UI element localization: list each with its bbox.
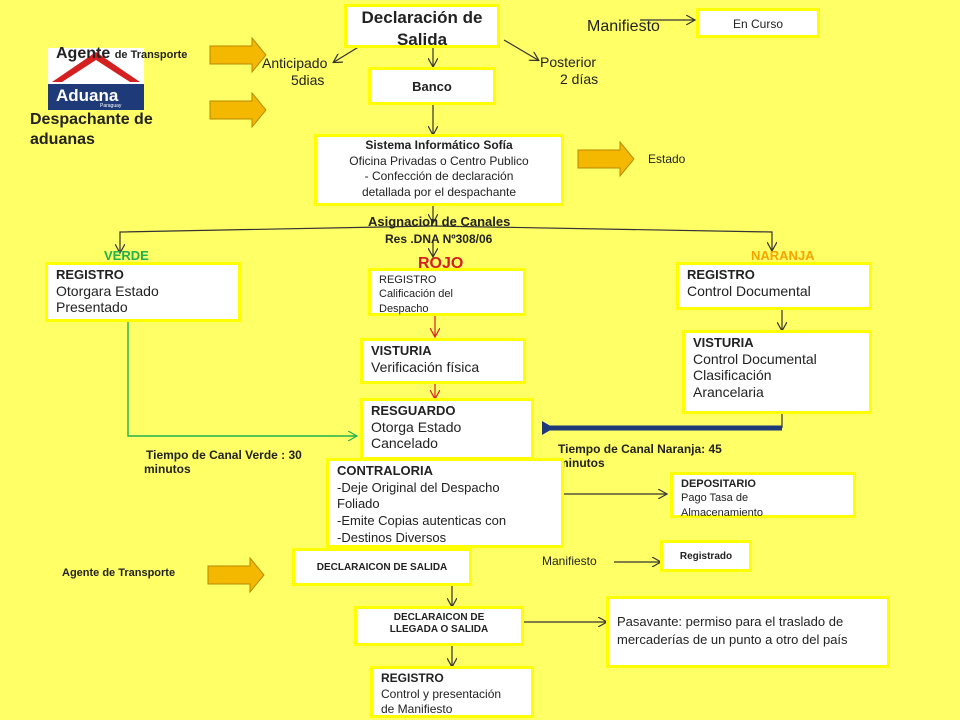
canales-res: Res .DNA Nº308/06 — [385, 232, 493, 246]
decl-llegada-line-2: LLEGADA O SALIDA — [389, 624, 489, 635]
depositario-line-1: Pago Tasa de — [681, 492, 749, 505]
contraloria-line-2: Foliado — [337, 496, 380, 512]
agente-text: Agente — [56, 45, 111, 62]
decl-salida-box: DECLARAICON DE SALIDA — [292, 548, 472, 586]
anticipado-label: Anticipado 5dias — [262, 55, 327, 89]
sofia-box: Sistema Informático Sofía Oficina Privad… — [314, 134, 564, 206]
aduana-logo: Aduana Paraguay — [48, 48, 144, 110]
agente-bottom-label: Agente de Transporte — [62, 567, 176, 579]
depositario-box: DEPOSITARIO Pago Tasa de Almacenamiento — [670, 472, 856, 519]
bottom-registro-line-1: Control y presentación — [381, 686, 502, 701]
sofia-line-2: - Confección de declaración — [364, 169, 514, 184]
naranja-visturia-line-3: Arancelaria — [693, 384, 764, 401]
title-declaracion-salida: Declaración de Salida — [344, 4, 500, 49]
manifiesto-top: Manifiesto — [587, 18, 660, 35]
posterior-label: Posterior 2 días — [540, 54, 598, 88]
verde-label: VERDE — [104, 248, 149, 263]
despachante-label: Despachante de aduanas — [30, 111, 153, 148]
naranja-visturia-title: VISTURIA — [693, 335, 754, 350]
aduana-roof-icon — [48, 52, 144, 110]
verde-registro-box: REGISTRO Otorgara Estado Presentado — [45, 262, 241, 322]
decl-llegada-line-1: DECLARAICON DE — [393, 612, 485, 623]
logo-text: Aduana — [56, 86, 119, 105]
pasavante-line-1: Pasavante: permiso para el traslado de — [617, 614, 844, 629]
posterior-days: 2 días — [560, 70, 599, 87]
decl-llegada-box: DECLARAICON DE LLEGADA O SALIDA — [354, 606, 524, 646]
block-arrow-agente-bottom — [207, 556, 265, 594]
resguardo-line-2: Cancelado — [371, 435, 438, 452]
sofia-title: Sistema Informático Sofía — [365, 138, 513, 152]
contraloria-box: CONTRALORIA -Deje Original del Despacho … — [326, 458, 564, 548]
registrado-box: Registrado — [660, 540, 752, 572]
tiempo-verde-line-2: minutos — [144, 462, 191, 477]
naranja-registro-box: REGISTRO Control Documental — [676, 262, 872, 310]
resguardo-box: RESGUARDO Otorga Estado Cancelado — [360, 398, 534, 460]
posterior-text: Posterior — [540, 54, 597, 70]
banco-box: Banco — [368, 67, 496, 105]
tiempo-naranja-line-1: Tiempo de Canal Naranja: 45 — [558, 442, 722, 456]
naranja-visturia-line-1: Control Documental — [693, 350, 817, 367]
contraloria-title: CONTRALORIA — [337, 463, 434, 478]
estado-label: Estado — [648, 152, 686, 166]
canales-title: Asignacion de Canales — [368, 214, 511, 229]
en-curso-box: En Curso — [696, 8, 820, 38]
block-arrow-despachante — [209, 91, 267, 129]
block-arrow-estado — [577, 140, 635, 178]
tiempo-naranja-line-2: minutos — [558, 456, 605, 471]
tiempo-naranja: Tiempo de Canal Naranja: 45 minutos — [558, 442, 722, 471]
arrow-verde-resguardo — [127, 322, 356, 436]
depositario-title: DEPOSITARIO — [681, 478, 756, 490]
bottom-registro-title: REGISTRO — [381, 671, 444, 685]
verde-registro-line-1: Otorgara Estado — [56, 282, 159, 299]
bottom-registro-box: REGISTRO Control y presentación de Manif… — [370, 666, 534, 718]
naranja-registro-title: REGISTRO — [687, 267, 755, 282]
resguardo-title: RESGUARDO — [371, 403, 456, 418]
contraloria-line-4: -Destinos Diversos — [337, 529, 447, 545]
rojo-label: ROJO — [418, 255, 464, 272]
anticipado-days: 5dias — [290, 71, 325, 88]
contraloria-line-3: -Emite Copias autenticas con — [337, 512, 507, 528]
verde-registro-title: REGISTRO — [56, 267, 124, 282]
naranja-registro-line-1: Control Documental — [687, 282, 811, 299]
sofia-line-3: detallada por el despachante — [361, 184, 517, 199]
rojo-registro-title: REGISTRO — [379, 274, 437, 286]
rojo-registro-box: REGISTRO Calificación del Despacho — [368, 268, 526, 316]
contraloria-line-1: -Deje Original del Despacho — [337, 479, 500, 495]
naranja-label: NARANJA — [751, 248, 815, 263]
verde-registro-line-2: Presentado — [56, 299, 128, 316]
tiempo-verde: Tiempo de Canal Verde : 30 minutos — [144, 448, 302, 477]
rojo-visturia-box: VISTURIA Verificación física — [360, 338, 526, 384]
pasavante-line-2: mercaderías de un punto a otro del país — [617, 631, 848, 647]
naranja-visturia-line-2: Clasificación — [693, 367, 772, 384]
resguardo-line-1: Otorga Estado — [371, 418, 462, 435]
rojo-registro-line-1: Calificación del — [379, 288, 453, 301]
pasavante-box: Pasavante: permiso para el traslado de m… — [606, 596, 890, 668]
anticipado-text: Anticipado — [262, 55, 328, 71]
manifiesto-bottom: Manifiesto — [542, 554, 597, 568]
rojo-visturia-line-1: Verificación física — [371, 358, 480, 375]
depositario-line-2: Almacenamiento — [681, 506, 763, 519]
logo-sub: Paraguay — [100, 103, 122, 109]
naranja-visturia-box: VISTURIA Control Documental Clasificació… — [682, 330, 872, 414]
arrow-title-posterior — [503, 39, 538, 60]
tiempo-verde-line-1: Tiempo de Canal Verde : 30 — [146, 448, 302, 462]
rojo-visturia-title: VISTURIA — [371, 343, 432, 358]
agente-label: Agente de Transporte — [56, 44, 187, 63]
sofia-line-1: Oficina Privadas o Centro Publico — [349, 153, 529, 168]
bottom-registro-line-2: de Manifiesto — [381, 702, 453, 717]
rojo-registro-line-2: Despacho — [379, 302, 429, 315]
block-arrow-agente — [209, 36, 267, 74]
de-transporte-text: de Transporte — [114, 49, 188, 61]
